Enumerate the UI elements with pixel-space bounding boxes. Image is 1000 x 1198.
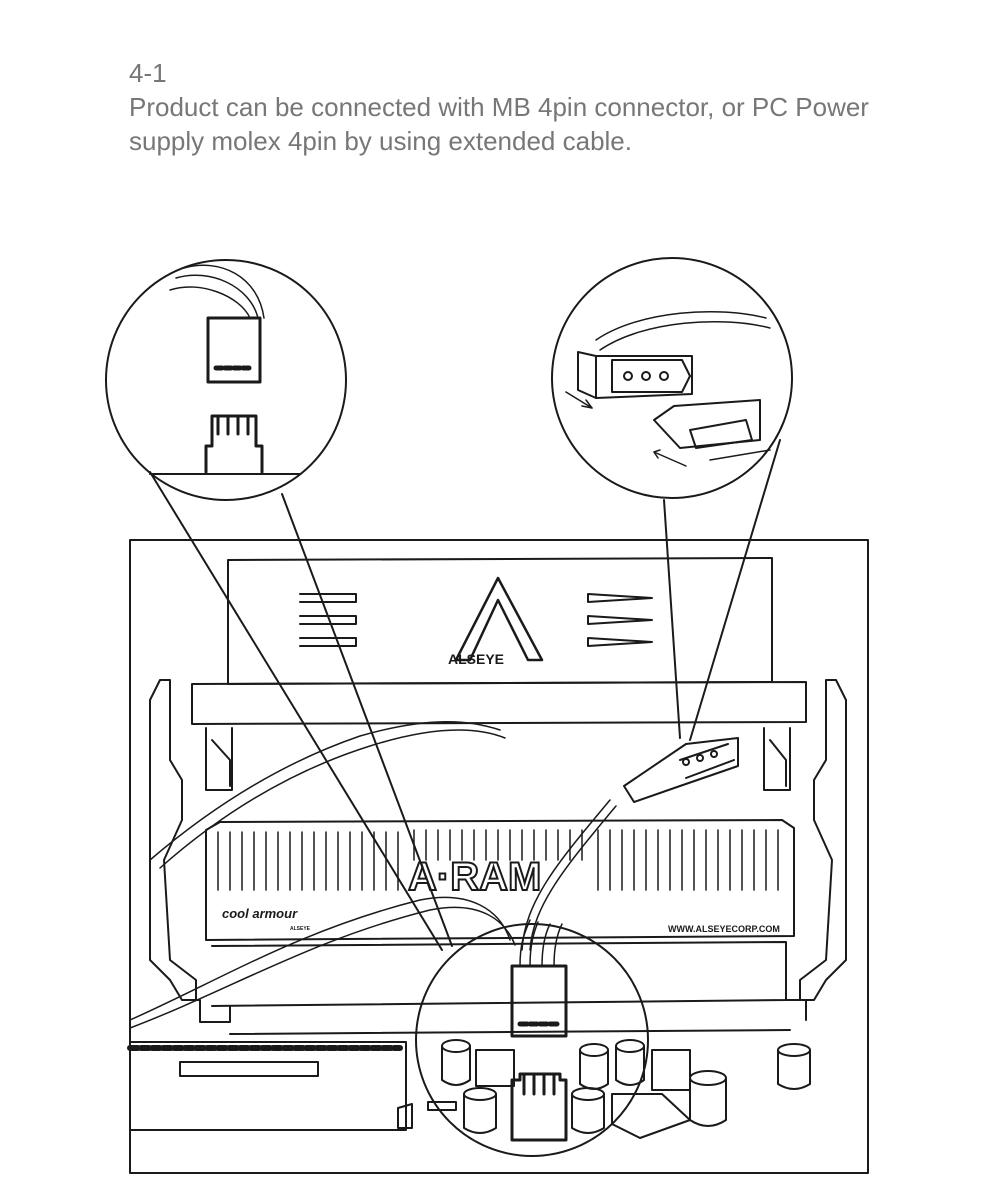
fan-shroud bbox=[191, 557, 807, 725]
atx-connector bbox=[127, 1041, 407, 1131]
ram-brand-small-text: ALSEYE bbox=[290, 926, 311, 932]
cable-bundle bbox=[129, 721, 617, 1029]
motherboard-frame bbox=[129, 539, 869, 1174]
step-number: 4-1 bbox=[129, 58, 167, 88]
instruction-line-1: Product can be connected with MB 4pin co… bbox=[129, 92, 869, 122]
right-clip bbox=[763, 679, 847, 1001]
motherboard-header-circle bbox=[415, 919, 649, 1157]
ram-fins bbox=[217, 829, 779, 891]
left-clip bbox=[149, 679, 233, 1001]
ram-logo-text: A·RAM bbox=[408, 855, 541, 899]
instruction-line-2: supply molex 4pin by using extended cabl… bbox=[129, 126, 632, 156]
ram-brand-text: cool armour bbox=[222, 906, 298, 921]
mb-connector-callout bbox=[105, 259, 453, 951]
ram-url-text: WWW.ALSEYECORP.COM bbox=[668, 924, 780, 934]
capacitors bbox=[441, 1039, 811, 1134]
fan-logo-text: ALSEYE bbox=[448, 651, 504, 667]
molex-connector-small bbox=[623, 737, 739, 803]
chips bbox=[397, 1049, 691, 1139]
instruction-text: Product can be connected with MB 4pin co… bbox=[129, 90, 949, 158]
molex-callout bbox=[551, 257, 793, 741]
